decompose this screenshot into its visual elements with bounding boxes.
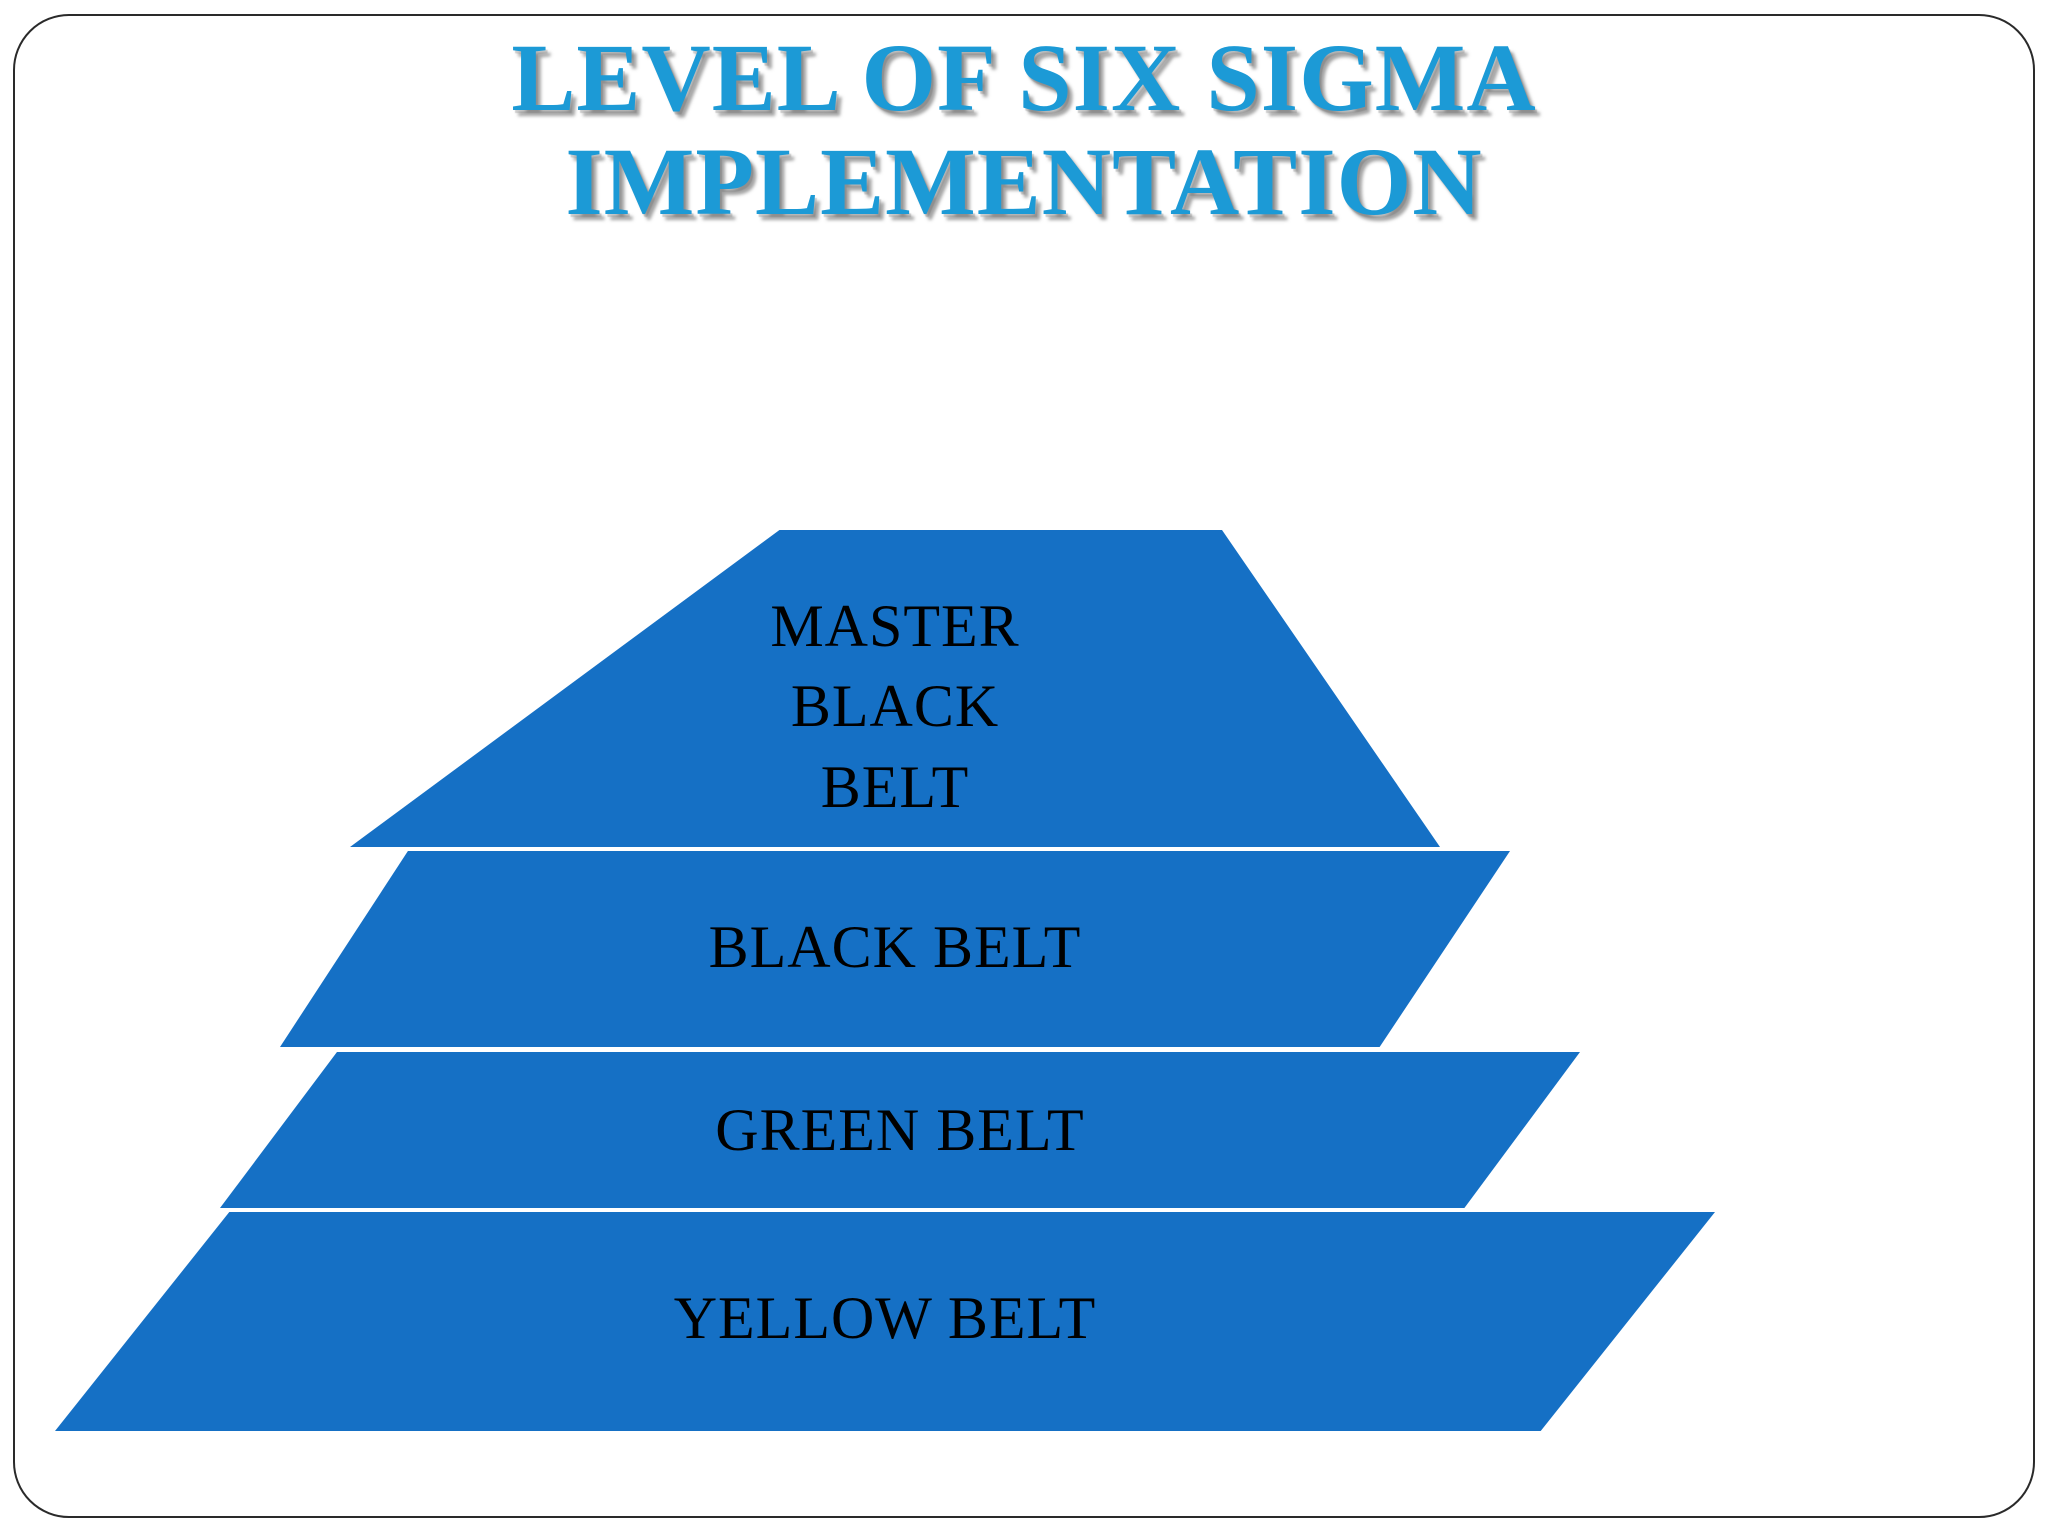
title-line-1: LEVEL OF SIX SIGMA	[511, 24, 1537, 131]
pyramid-level-master-black-belt[interactable]: MASTER BLACK BELT	[350, 530, 1440, 847]
pyramid-level-black-belt[interactable]: BLACK BELT	[280, 851, 1510, 1047]
pyramid-level-label: MASTER BLACK BELT	[770, 593, 1020, 820]
pyramid-level-yellow-belt[interactable]: YELLOW BELT	[55, 1212, 1715, 1431]
title-line-2: IMPLEMENTATION	[565, 127, 1483, 235]
page-title: LEVEL OF SIX SIGMA IMPLEMENTATION	[0, 26, 2048, 233]
pyramid-level-green-belt[interactable]: GREEN BELT	[220, 1052, 1580, 1208]
pyramid-level-label: BLACK BELT	[708, 914, 1082, 980]
pyramid-level-label: GREEN BELT	[715, 1097, 1085, 1163]
pyramid-level-label: YELLOW BELT	[673, 1285, 1097, 1351]
